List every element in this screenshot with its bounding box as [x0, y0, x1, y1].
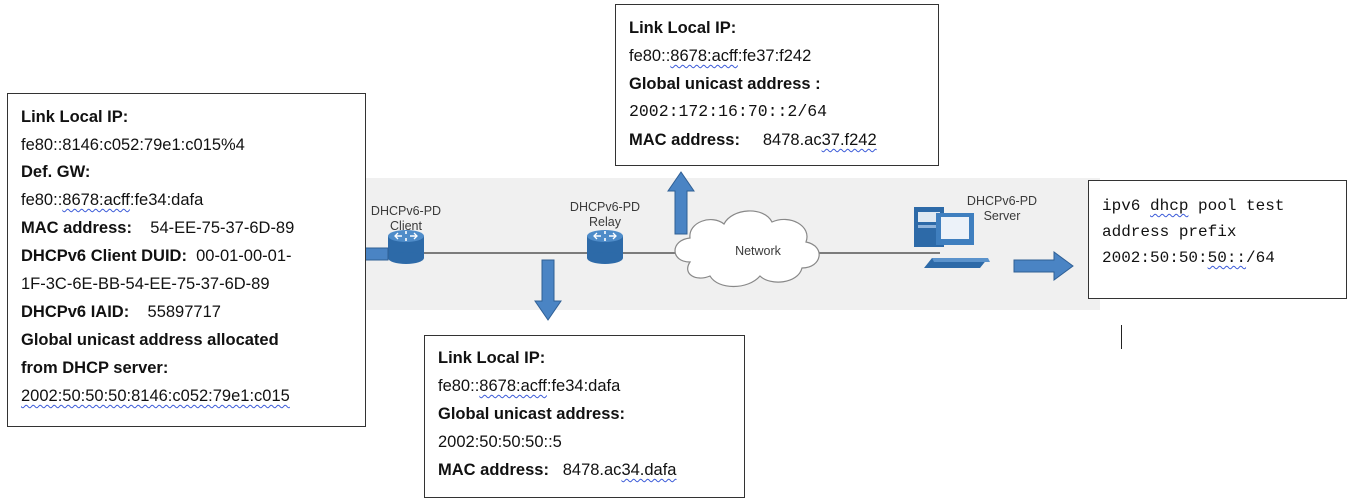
client-gateway-label: Def. GW: — [21, 163, 91, 181]
relay-gua-label: Global unicast address: — [438, 405, 626, 423]
server-link-local-value: fe80::8678:acff:fe37:f242 — [629, 47, 812, 65]
server-device-label: DHCPv6-PD Server — [960, 194, 1044, 224]
server-mac-value: 8478.ac37.f242 — [762, 131, 877, 149]
relay-info-box: Link Local IP: fe80::8678:acff:fe34:dafa… — [424, 335, 745, 498]
client-duid-row: DHCPv6 Client DUID: 00-01-00-01- — [21, 248, 292, 265]
relay-label-line1: DHCPv6-PD — [569, 200, 641, 214]
client-iaid-label: DHCPv6 IAID: — [21, 303, 130, 321]
client-duid-value-cont: 1F-3C-6E-BB-54-EE-75-37-6D-89 — [21, 275, 270, 293]
server-link-local-label: Link Local IP: — [629, 19, 737, 37]
client-duid-value: 00-01-00-01- — [196, 247, 292, 265]
client-iaid-value: 55897717 — [147, 303, 221, 321]
relay-link-local-value: fe80::8678:acff:fe34:dafa — [438, 377, 621, 395]
cloud-icon — [674, 210, 820, 287]
client-info-box: Link Local IP: fe80::8146:c052:79e1:c015… — [7, 93, 366, 427]
client-alloc-label-1: Global unicast address allocated — [21, 331, 279, 349]
client-mac-value: 54-EE-75-37-6D-89 — [150, 219, 295, 237]
server-config-box: ipv6 dhcp pool test address prefix 2002:… — [1088, 180, 1347, 299]
server-mac-row: MAC address: 8478.ac37.f242 — [629, 132, 877, 149]
arrow-right-to-config-box — [1013, 251, 1074, 281]
relay-device-label: DHCPv6-PD Relay — [563, 200, 647, 230]
config-line-3: 2002:50:50:50::/64 — [1102, 249, 1275, 267]
network-label: Network — [735, 244, 781, 258]
relay-label-line2: Relay — [589, 215, 621, 229]
relay-link-local-label: Link Local IP: — [438, 349, 546, 367]
arrow-up-to-server-box — [667, 171, 695, 235]
relay-mac-label: MAC address: — [438, 461, 549, 479]
client-alloc-label-2: from DHCP server: — [21, 359, 169, 377]
relay-mac-value: 8478.ac34.dafa — [562, 461, 677, 479]
server-computer-icon — [914, 207, 990, 268]
config-line-1: ipv6 dhcp pool test — [1102, 197, 1285, 215]
client-mac-row: MAC address: 54-EE-75-37-6D-89 — [21, 220, 294, 237]
client-iaid-row: DHCPv6 IAID: 55897717 — [21, 304, 221, 321]
client-link-local-value: fe80::8146:c052:79e1:c015%4 — [21, 136, 245, 154]
server-mac-label: MAC address: — [629, 131, 740, 149]
config-line-2: address prefix — [1102, 223, 1237, 241]
client-label-line1: DHCPv6-PD — [370, 204, 442, 218]
relay-mac-row: MAC address: 8478.ac34.dafa — [438, 462, 677, 479]
server-info-box: Link Local IP: fe80::8678:acff:fe37:f242… — [615, 4, 939, 166]
router-icon — [587, 230, 623, 264]
client-link-local-label: Link Local IP: — [21, 108, 129, 126]
server-label-line1: DHCPv6-PD — [966, 194, 1038, 208]
client-device-label: DHCPv6-PD Client — [364, 204, 448, 234]
router-icon — [388, 230, 424, 264]
client-gateway-value: fe80::8678:acff:fe34:dafa — [21, 191, 204, 209]
server-gua-value: 2002:172:16:70::2/64 — [629, 102, 828, 121]
client-mac-label: MAC address: — [21, 219, 132, 237]
client-label-line2: Client — [390, 219, 422, 233]
server-gua-label: Global unicast address : — [629, 75, 821, 93]
server-label-line2: Server — [983, 209, 1021, 223]
client-alloc-value: 2002:50:50:50:8146:c052:79e1:c015 — [21, 387, 290, 405]
relay-gua-value: 2002:50:50:50::5 — [438, 433, 562, 451]
arrow-down-to-relay-box — [534, 259, 562, 321]
client-duid-label: DHCPv6 Client DUID: — [21, 247, 187, 265]
text-cursor — [1121, 325, 1122, 349]
